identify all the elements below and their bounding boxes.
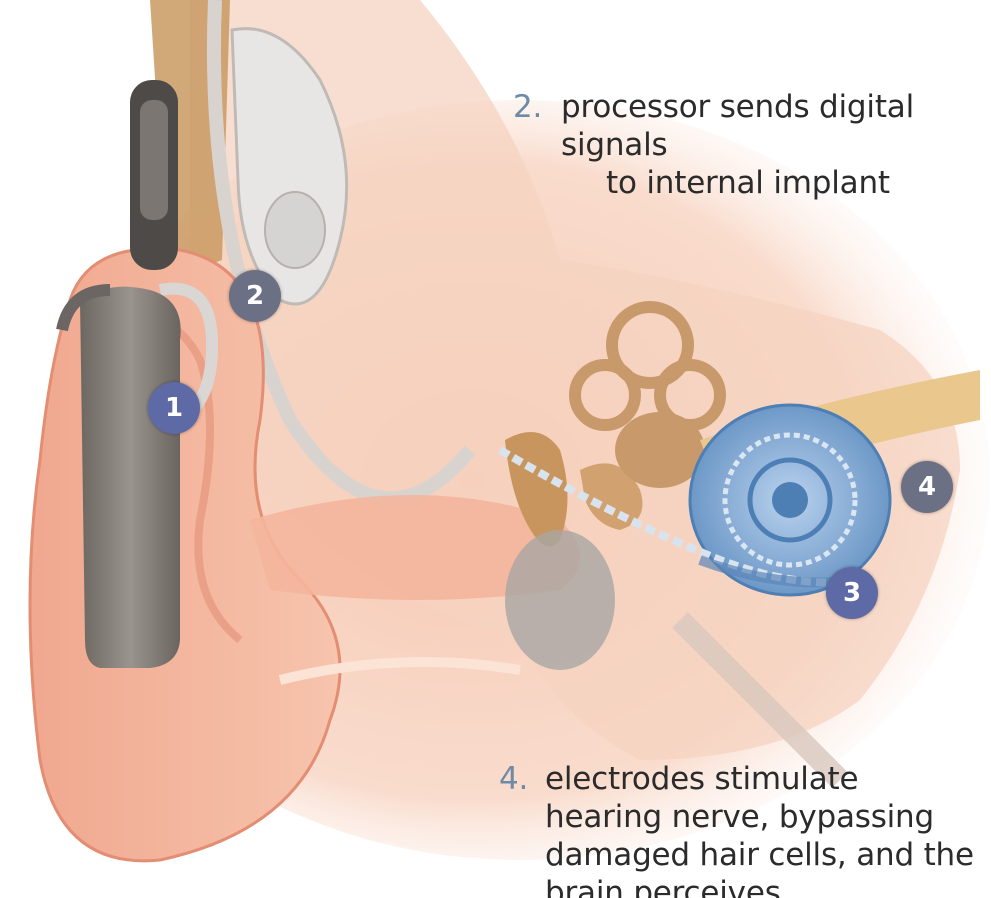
- callout-2-number: 2.: [513, 88, 542, 126]
- cochlea-center: [772, 482, 808, 518]
- eardrum: [505, 530, 615, 670]
- marker-3: 3: [826, 567, 878, 619]
- processor-top-panel: [140, 100, 168, 220]
- marker-1: 1: [148, 382, 200, 434]
- vestibule: [615, 412, 705, 488]
- marker-2: 2: [229, 270, 281, 322]
- callout-4-number: 4.: [499, 760, 528, 798]
- callout-4-text: electrodes stimulate hearing nerve, bypa…: [499, 760, 979, 898]
- transmitter-magnet: [265, 192, 325, 268]
- callout-2: 2. processor sends digital signals to in…: [513, 88, 983, 202]
- callout-4: 4. electrodes stimulate hearing nerve, b…: [499, 760, 979, 898]
- sound-processor: [80, 287, 181, 668]
- marker-4: 4: [901, 461, 953, 513]
- callout-2-text: processor sends digital signals: [513, 88, 983, 164]
- callout-2-text-continued: to internal implant: [513, 164, 983, 202]
